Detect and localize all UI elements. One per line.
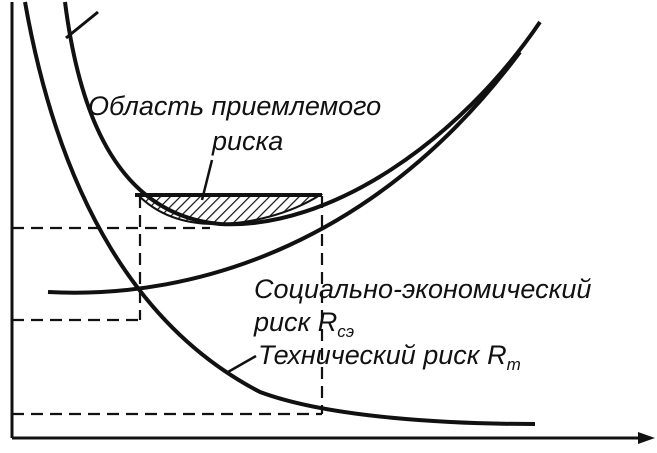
socio-economic-label-line2: риск Rсэ	[254, 307, 355, 341]
total-risk-curve	[63, 1, 542, 227]
technical-risk-leader	[227, 354, 257, 374]
technical-risk-symbol: R	[487, 340, 507, 370]
technical-risk-label: Технический риск Rт	[258, 340, 521, 374]
socio-economic-risk-curve	[47, 50, 522, 295]
technical-risk-curve	[23, 1, 536, 426]
socio-economic-risk-word: риск	[254, 307, 311, 337]
acceptable-region-label-line1: Область приемлемого	[88, 91, 382, 121]
socio-economic-subscript: сэ	[337, 322, 355, 341]
total-risk-leader	[65, 10, 99, 40]
x-axis-arrow	[638, 432, 655, 444]
technical-risk-words: Технический риск	[258, 340, 480, 370]
technical-risk-subscript: т	[506, 355, 521, 374]
acceptable-label-leader	[200, 159, 214, 201]
acceptable-region-label-line2: риска	[212, 126, 284, 156]
socio-economic-label-line1: Социально-экономический	[254, 274, 592, 304]
socio-economic-symbol: R	[317, 307, 338, 337]
